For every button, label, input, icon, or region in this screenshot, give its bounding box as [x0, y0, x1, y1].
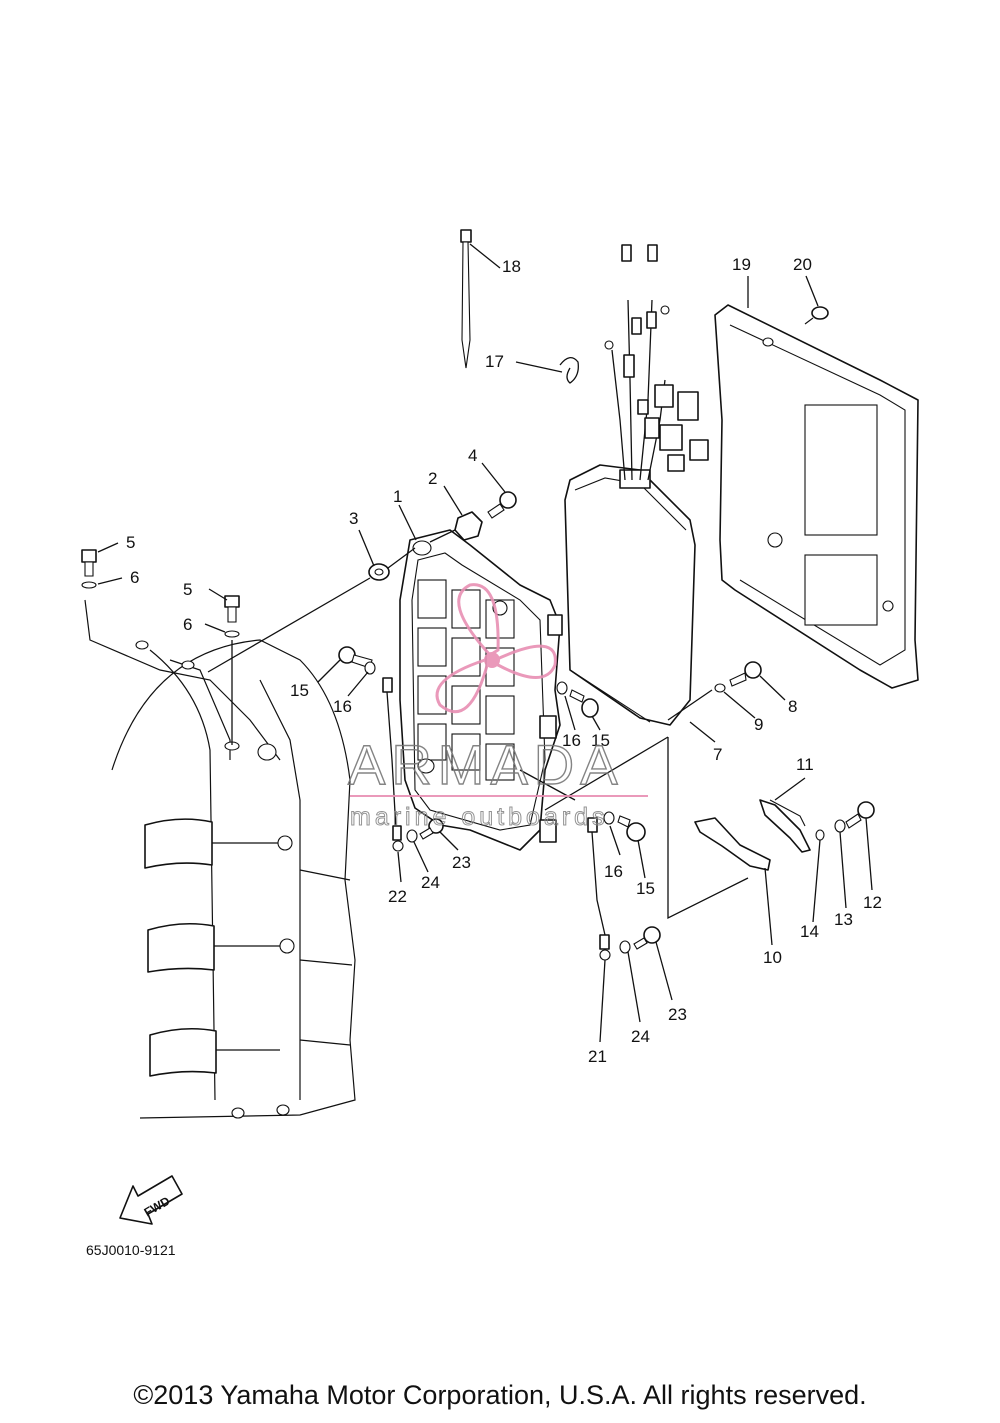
bolt-4: [487, 491, 517, 519]
watermark-brand: ARMADA: [348, 733, 624, 796]
callout-15-left: 15: [290, 681, 309, 700]
bracket-plate: [399, 529, 563, 851]
callout-21: 21: [588, 1047, 607, 1066]
bolt-12: [845, 801, 875, 829]
callout-7: 7: [713, 745, 722, 764]
bolt-23-left: [419, 818, 444, 840]
callout-5-lower: 5: [183, 580, 192, 599]
callout-5-upper: 5: [126, 533, 135, 552]
washer-9: [714, 683, 726, 693]
callout-20: 20: [793, 255, 812, 274]
washer-16-middle: [556, 681, 568, 695]
washer-16-lower: [603, 811, 615, 825]
bolt-8: [729, 661, 762, 687]
callout-2: 2: [428, 469, 437, 488]
callout-8: 8: [788, 697, 797, 716]
washer-24-right: [619, 940, 631, 954]
callout-15-lower: 15: [636, 879, 655, 898]
bolt-5-lower: [224, 595, 240, 638]
bolt-5-upper: [81, 549, 97, 589]
armada-watermark: ARMADA marine outboards: [347, 583, 648, 832]
callout-16-left: 16: [333, 697, 352, 716]
callout-10: 10: [763, 948, 782, 967]
engine-block-outline: [84, 599, 356, 1119]
fwd-arrow-icon: FWD: [119, 1175, 183, 1225]
bolt-23-right: [633, 926, 661, 950]
callout-19: 19: [732, 255, 751, 274]
callout-24-left: 24: [421, 873, 440, 892]
clip-17: [559, 357, 579, 384]
callout-9: 9: [754, 715, 763, 734]
leader-lines: [97, 243, 873, 1043]
callout-15-middle: 15: [591, 731, 610, 750]
washer-24-left: [406, 829, 418, 843]
callout-24-right: 24: [631, 1027, 650, 1046]
bolt-15-lower: [617, 815, 646, 842]
bolt-15-middle: [569, 689, 599, 718]
control-unit-box: [564, 464, 696, 726]
bracket-11: [759, 799, 811, 853]
callout-16-lower: 16: [604, 862, 623, 881]
callout-17: 17: [485, 352, 504, 371]
callout-22: 22: [388, 887, 407, 906]
callout-6-lower: 6: [183, 615, 192, 634]
ground-lead-21: [587, 817, 611, 961]
copyright-notice: ©2013 Yamaha Motor Corporation, U.S.A. A…: [133, 1380, 867, 1410]
callout-6-upper: 6: [130, 568, 139, 587]
ground-lead-22: [382, 677, 404, 852]
washer-16-left: [364, 661, 376, 675]
callout-11: 11: [796, 755, 814, 774]
collar-3: [368, 563, 390, 581]
watermark-tagline: marine outboards: [350, 803, 609, 831]
callout-23-right: 23: [668, 1005, 687, 1024]
callout-4: 4: [468, 446, 477, 465]
propeller-logo-icon: [435, 583, 557, 714]
bracket-10: [694, 817, 771, 871]
cover-panel: [714, 304, 919, 689]
screw-20: [804, 306, 829, 325]
callout-14: 14: [800, 922, 819, 941]
callout-13: 13: [834, 910, 853, 929]
callout-12: 12: [863, 893, 882, 912]
washer-14: [815, 829, 825, 841]
callout-3: 3: [349, 509, 358, 528]
wire-harness: [604, 244, 709, 481]
callout-18: 18: [502, 257, 521, 276]
diagram-code: 65J0010-9121: [86, 1242, 176, 1258]
callout-16-middle: 16: [562, 731, 581, 750]
washer-13: [834, 819, 846, 833]
cable-tie-18: [460, 229, 472, 369]
callout-1: 1: [393, 487, 402, 506]
callout-23-left: 23: [452, 853, 471, 872]
